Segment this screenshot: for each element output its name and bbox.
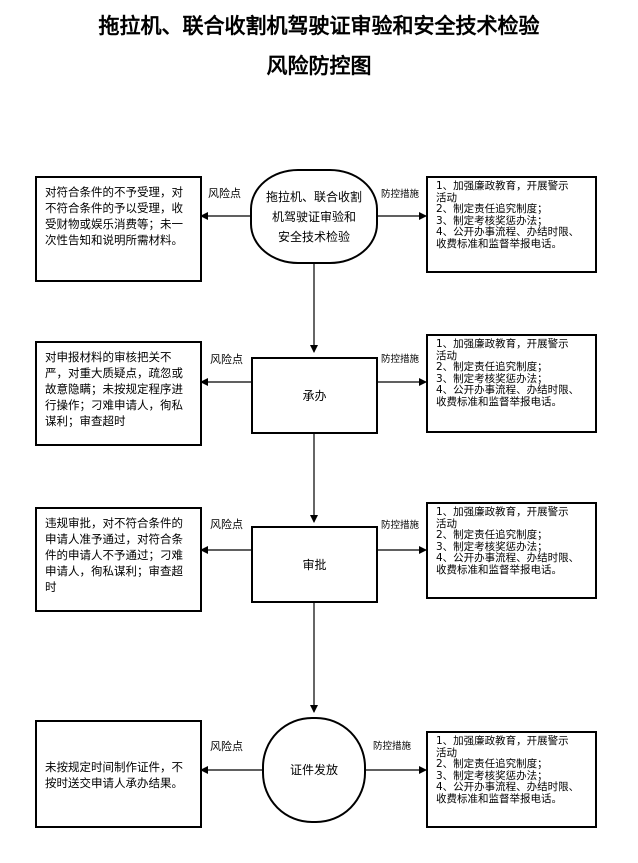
measure-line: 3、制定考核奖惩办法； [436,214,548,227]
risk-text-4: 未按规定时间制作证件，不按时送交申请人承办结果。 [45,760,183,790]
measures-box-1: 1、加强廉政教育，开展警示 活动 2、制定责任追究制度； 3、制定考核奖惩办法；… [426,176,597,273]
measure-line: 收费标准和监督举报电话。 [436,792,562,805]
measure-line: 4、公开办事流程、办结时限、 [436,384,580,396]
process-node-shenpi: 审批 [251,526,378,603]
measures-box-4: 1、加强廉政教育，开展警示 活动 2、制定责任追究制度； 3、制定考核奖惩办法；… [426,731,597,828]
measure-line: 4、公开办事流程、办结时限、 [436,781,580,793]
measure-line: 1、加强廉政教育，开展警示 [436,180,569,192]
control-measures-label-3: 防控措施 [381,520,420,531]
page-subtitle: 风险防控图 [266,53,372,78]
measure-line: 2、制定责任追究制度； [436,529,548,541]
risk-box-3: 违规审批，对不符合条件的申请人准予通过，对符合条件的申请人不予通过；刁难申请人，… [35,507,202,612]
measures-box-2: 1、加强廉政教育，开展警示 活动 2、制定责任追究制度； 3、制定考核奖惩办法；… [426,334,597,433]
measure-line: 2、制定责任追究制度； [436,361,548,373]
measure-line: 1、加强廉政教育，开展警示 [436,338,569,350]
measure-line: 4、公开办事流程、办结时限、 [436,552,580,564]
start-node: 拖拉机、联合收割 机驾驶证审验和 安全技术检验 [250,169,378,264]
control-measures-label-1: 防控措施 [381,189,420,200]
control-measures-label-2: 防控措施 [381,354,420,365]
measure-line: 活动 [436,349,457,362]
process-node-chengban: 承办 [251,357,378,434]
risk-point-label-1: 风险点 [208,187,241,200]
measure-line: 2、制定责任追究制度； [436,203,548,215]
risk-box-4: 未按规定时间制作证件，不按时送交申请人承办结果。 [35,720,202,828]
measure-line: 收费标准和监督举报电话。 [436,395,562,408]
control-measures-label-4: 防控措施 [373,741,412,752]
end-node: 证件发放 [262,717,366,823]
measure-line: 1、加强廉政教育，开展警示 [436,735,569,747]
measure-line: 3、制定考核奖惩办法； [436,769,548,782]
measure-line: 4、公开办事流程、办结时限、 [436,226,580,238]
risk-box-2: 对申报材料的审核把关不严，对重大质疑点，疏忽或故意隐瞒；未按规定程序进行操作；刁… [35,341,202,446]
measure-line: 活动 [436,191,457,204]
measure-line: 活动 [436,517,457,530]
risk-point-label-3: 风险点 [210,518,243,531]
measure-line: 3、制定考核奖惩办法； [436,540,548,553]
measure-line: 2、制定责任追究制度； [436,758,548,770]
risk-point-label-2: 风险点 [210,353,243,366]
measure-line: 收费标准和监督举报电话。 [436,237,562,250]
measure-line: 3、制定考核奖惩办法； [436,372,548,385]
risk-box-1: 对符合条件的不予受理，对不符合条件的予以受理，收受财物或娱乐消费等；未一次性告知… [35,176,202,282]
start-node-line-2: 机驾驶证审验和 [271,209,356,224]
measure-line: 活动 [436,746,457,759]
risk-point-label-4: 风险点 [210,740,243,753]
start-node-line-3: 安全技术检验 [277,229,350,244]
measures-box-3: 1、加强廉政教育，开展警示 活动 2、制定责任追究制度； 3、制定考核奖惩办法；… [426,502,597,599]
start-node-line-1: 拖拉机、联合收割 [265,189,362,204]
measure-line: 1、加强廉政教育，开展警示 [436,506,569,518]
page-title: 拖拉机、联合收割机驾驶证审验和安全技术检验 [98,13,540,38]
measure-line: 收费标准和监督举报电话。 [436,563,562,576]
